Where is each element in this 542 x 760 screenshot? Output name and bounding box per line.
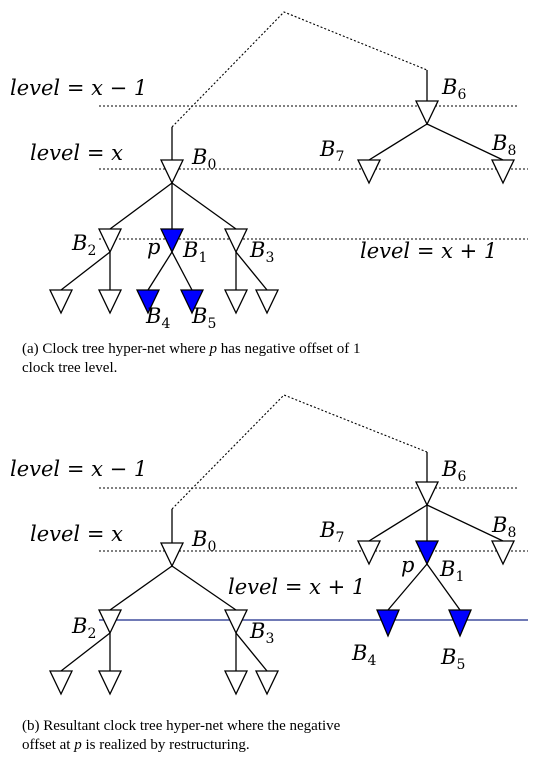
label-b2: B2 [71, 231, 96, 259]
buffer-b4 [135, 289, 161, 315]
label-b8-b: B8 [491, 513, 516, 541]
buffer-b0-b [159, 542, 185, 568]
sink-b3 [223, 670, 249, 696]
caption-a-line2: clock tree level. [22, 360, 117, 376]
buffer-b2-b [97, 609, 123, 635]
caption-b-line2: offset at p is realized by restructuring… [22, 737, 250, 753]
panel-b: level = x − 1 level = x level = x + 1 B6… [10, 394, 528, 753]
label-b0: B0 [191, 145, 216, 173]
sink-b1 [48, 670, 74, 696]
level-label-current: level = x [30, 141, 123, 165]
buffer-b1-b [414, 540, 440, 566]
sink-a2 [97, 289, 123, 315]
label-b2-b: B2 [71, 614, 96, 642]
root-route-b [171, 394, 428, 510]
label-pin-p-b: p [401, 553, 414, 577]
buffer-b8-b [490, 540, 516, 566]
label-b4: B4 [145, 304, 170, 332]
sink-b4 [254, 670, 280, 696]
wire-b6-b8-b [426, 504, 504, 542]
buffer-b7 [356, 159, 382, 185]
wire-b1-b4 [147, 251, 173, 291]
label-b5: B5 [191, 304, 216, 332]
label-b1: B1 [182, 238, 207, 266]
wire-b3-sink2 [235, 251, 268, 291]
label-b3-b: B3 [249, 619, 274, 647]
wire-b1-b5-b [426, 563, 461, 611]
label-b0-b: B0 [191, 527, 216, 555]
buffer-b6-b [414, 481, 440, 507]
wire-b1-b5 [171, 251, 193, 291]
wire-b1-b4-b [387, 563, 428, 611]
wire-b6-b7 [368, 123, 428, 161]
buffer-labels-a: B6 B7 B8 B0 B2 p B1 B3 B4 B5 [71, 75, 516, 332]
level-label-minus-one: level = x − 1 [10, 76, 147, 100]
label-pin-p: p [147, 235, 160, 259]
buffer-b6 [414, 100, 440, 126]
sink-a3 [223, 289, 249, 315]
label-b8: B8 [491, 131, 516, 159]
wire-b2-sink1-b [60, 632, 111, 672]
buffer-b5-b [448, 609, 472, 638]
label-b6-b: B6 [441, 457, 466, 485]
label-b7-b: B7 [319, 518, 344, 546]
label-b4-b: B4 [351, 641, 376, 669]
sink-a4 [254, 289, 280, 315]
level-label-current-b: level = x [30, 522, 123, 546]
buffer-b2 [97, 228, 123, 254]
label-b3: B3 [249, 238, 274, 266]
label-b1-b: B1 [439, 557, 464, 585]
buffer-b0 [159, 159, 185, 185]
buffer-b5 [179, 289, 205, 315]
wire-b3-sink2-b [235, 632, 268, 672]
buffer-b8 [490, 159, 516, 185]
buffer-b1 [159, 228, 185, 254]
panel-a: level = x − 1 level = x level = x + 1 B6… [10, 11, 528, 376]
caption-b-line1: (b) Resultant clock tree hyper-net where… [22, 718, 341, 734]
wire-b6-b8 [426, 123, 504, 161]
label-b7: B7 [319, 137, 344, 165]
wire-b2-sink1 [60, 251, 111, 291]
buffer-labels-b: B6 B7 B8 B0 p B1 B2 B3 B4 B5 [71, 457, 516, 673]
root-route [171, 11, 428, 128]
buffer-b4-b [376, 609, 400, 638]
buffer-b3-b [223, 609, 249, 635]
wire-b0-b2-b [109, 565, 173, 611]
wire-b6-b7-b [368, 504, 428, 542]
buffer-b3 [223, 228, 249, 254]
level-label-minus-one-b: level = x − 1 [10, 457, 147, 481]
sink-a1 [48, 289, 74, 315]
label-b6: B6 [441, 75, 466, 103]
level-label-plus-one: level = x + 1 [360, 239, 497, 263]
level-label-plus-one-b: level = x + 1 [228, 575, 365, 599]
wire-b0-b3-b [171, 565, 237, 611]
wire-b0-b3 [171, 182, 237, 230]
label-b5-b: B5 [440, 645, 465, 673]
buffer-b7-b [356, 540, 382, 566]
sink-b2 [97, 670, 123, 696]
caption-a-line1: (a) Clock tree hyper-net where p has neg… [22, 341, 360, 357]
wire-b0-b2 [109, 182, 173, 230]
